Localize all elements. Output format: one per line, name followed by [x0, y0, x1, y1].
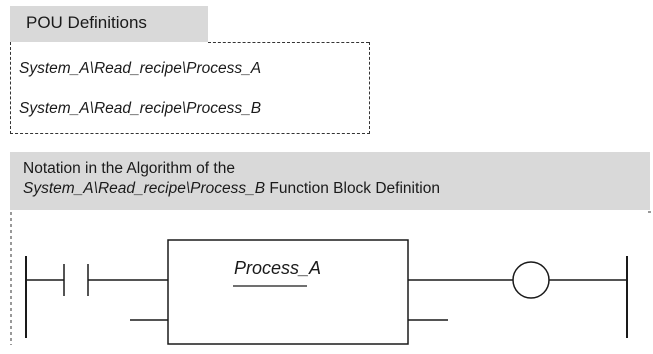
ladder-diagram [10, 211, 651, 345]
pou-item-process-b[interactable]: System_A\Read_recipe\Process_B [19, 100, 262, 117]
pou-definitions-title: POU Definitions [26, 13, 147, 32]
pou-box-top-border [208, 42, 369, 43]
no-contact[interactable] [26, 264, 168, 296]
pou-definitions-header: POU Definitions [10, 6, 208, 42]
notation-line-1: Notation in the Algorithm of the [23, 160, 235, 177]
notation-path: System_A\Read_recipe\Process_B [23, 180, 266, 197]
notation-line-2: System_A\Read_recipe\Process_B Function … [23, 180, 440, 198]
function-block-name: Process_A [234, 258, 322, 278]
notation-header: Notation in the Algorithm of the System_… [10, 152, 650, 210]
pou-definitions-list: System_A\Read_recipe\Process_A System_A\… [10, 42, 370, 134]
output-coil[interactable] [512, 261, 550, 299]
notation-suffix: Function Block Definition [265, 180, 440, 197]
function-block-box[interactable] [167, 239, 409, 345]
pou-item-process-a[interactable]: System_A\Read_recipe\Process_A [19, 60, 262, 77]
